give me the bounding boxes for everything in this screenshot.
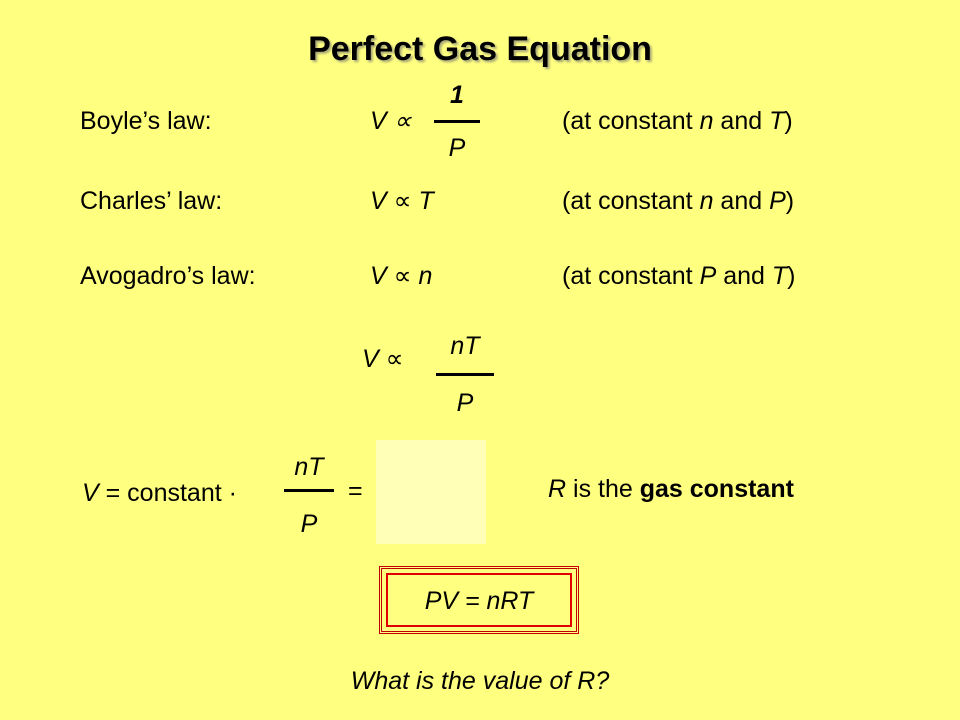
avogadro-law-label: Avogadro’s law:	[80, 262, 256, 290]
charles-law-label: Charles’ law:	[80, 187, 223, 215]
charles-law-condition: (at constant n and P)	[562, 187, 795, 215]
boyle-fraction-bar	[434, 120, 480, 123]
page-title: Perfect Gas Equation	[308, 30, 652, 68]
constant-equation-numerator: nT	[294, 453, 324, 481]
avogadro-law-expression: V ∝ n	[370, 262, 433, 290]
boyle-law-label: Boyle’s law:	[80, 107, 212, 135]
gas-constant-note: R is the gas constant	[548, 475, 794, 503]
combined-numerator: nT	[450, 332, 480, 360]
question-text: What is the value of R?	[350, 667, 610, 695]
constant-equation-denominator: P	[300, 510, 318, 538]
ideal-gas-law-box	[379, 566, 579, 634]
combined-denominator: P	[456, 389, 474, 417]
boyle-law-lhs: V ∝	[370, 107, 412, 135]
avogadro-law-condition: (at constant P and T)	[562, 262, 796, 290]
ideal-gas-law: PV = nRT	[424, 587, 534, 615]
constant-equation-lhs: V = constant ·	[82, 479, 237, 507]
charles-law-expression: V ∝ T	[370, 187, 434, 215]
hidden-expression-box	[376, 440, 486, 544]
constant-equation-equals: =	[348, 477, 363, 505]
constant-equation-fraction-bar	[284, 489, 334, 492]
boyle-law-condition: (at constant n and T)	[562, 107, 793, 135]
combined-lhs: V ∝	[362, 345, 404, 373]
combined-fraction-bar	[436, 373, 494, 376]
boyle-law-denominator: P	[448, 134, 466, 162]
boyle-law-numerator: 1	[450, 81, 464, 109]
